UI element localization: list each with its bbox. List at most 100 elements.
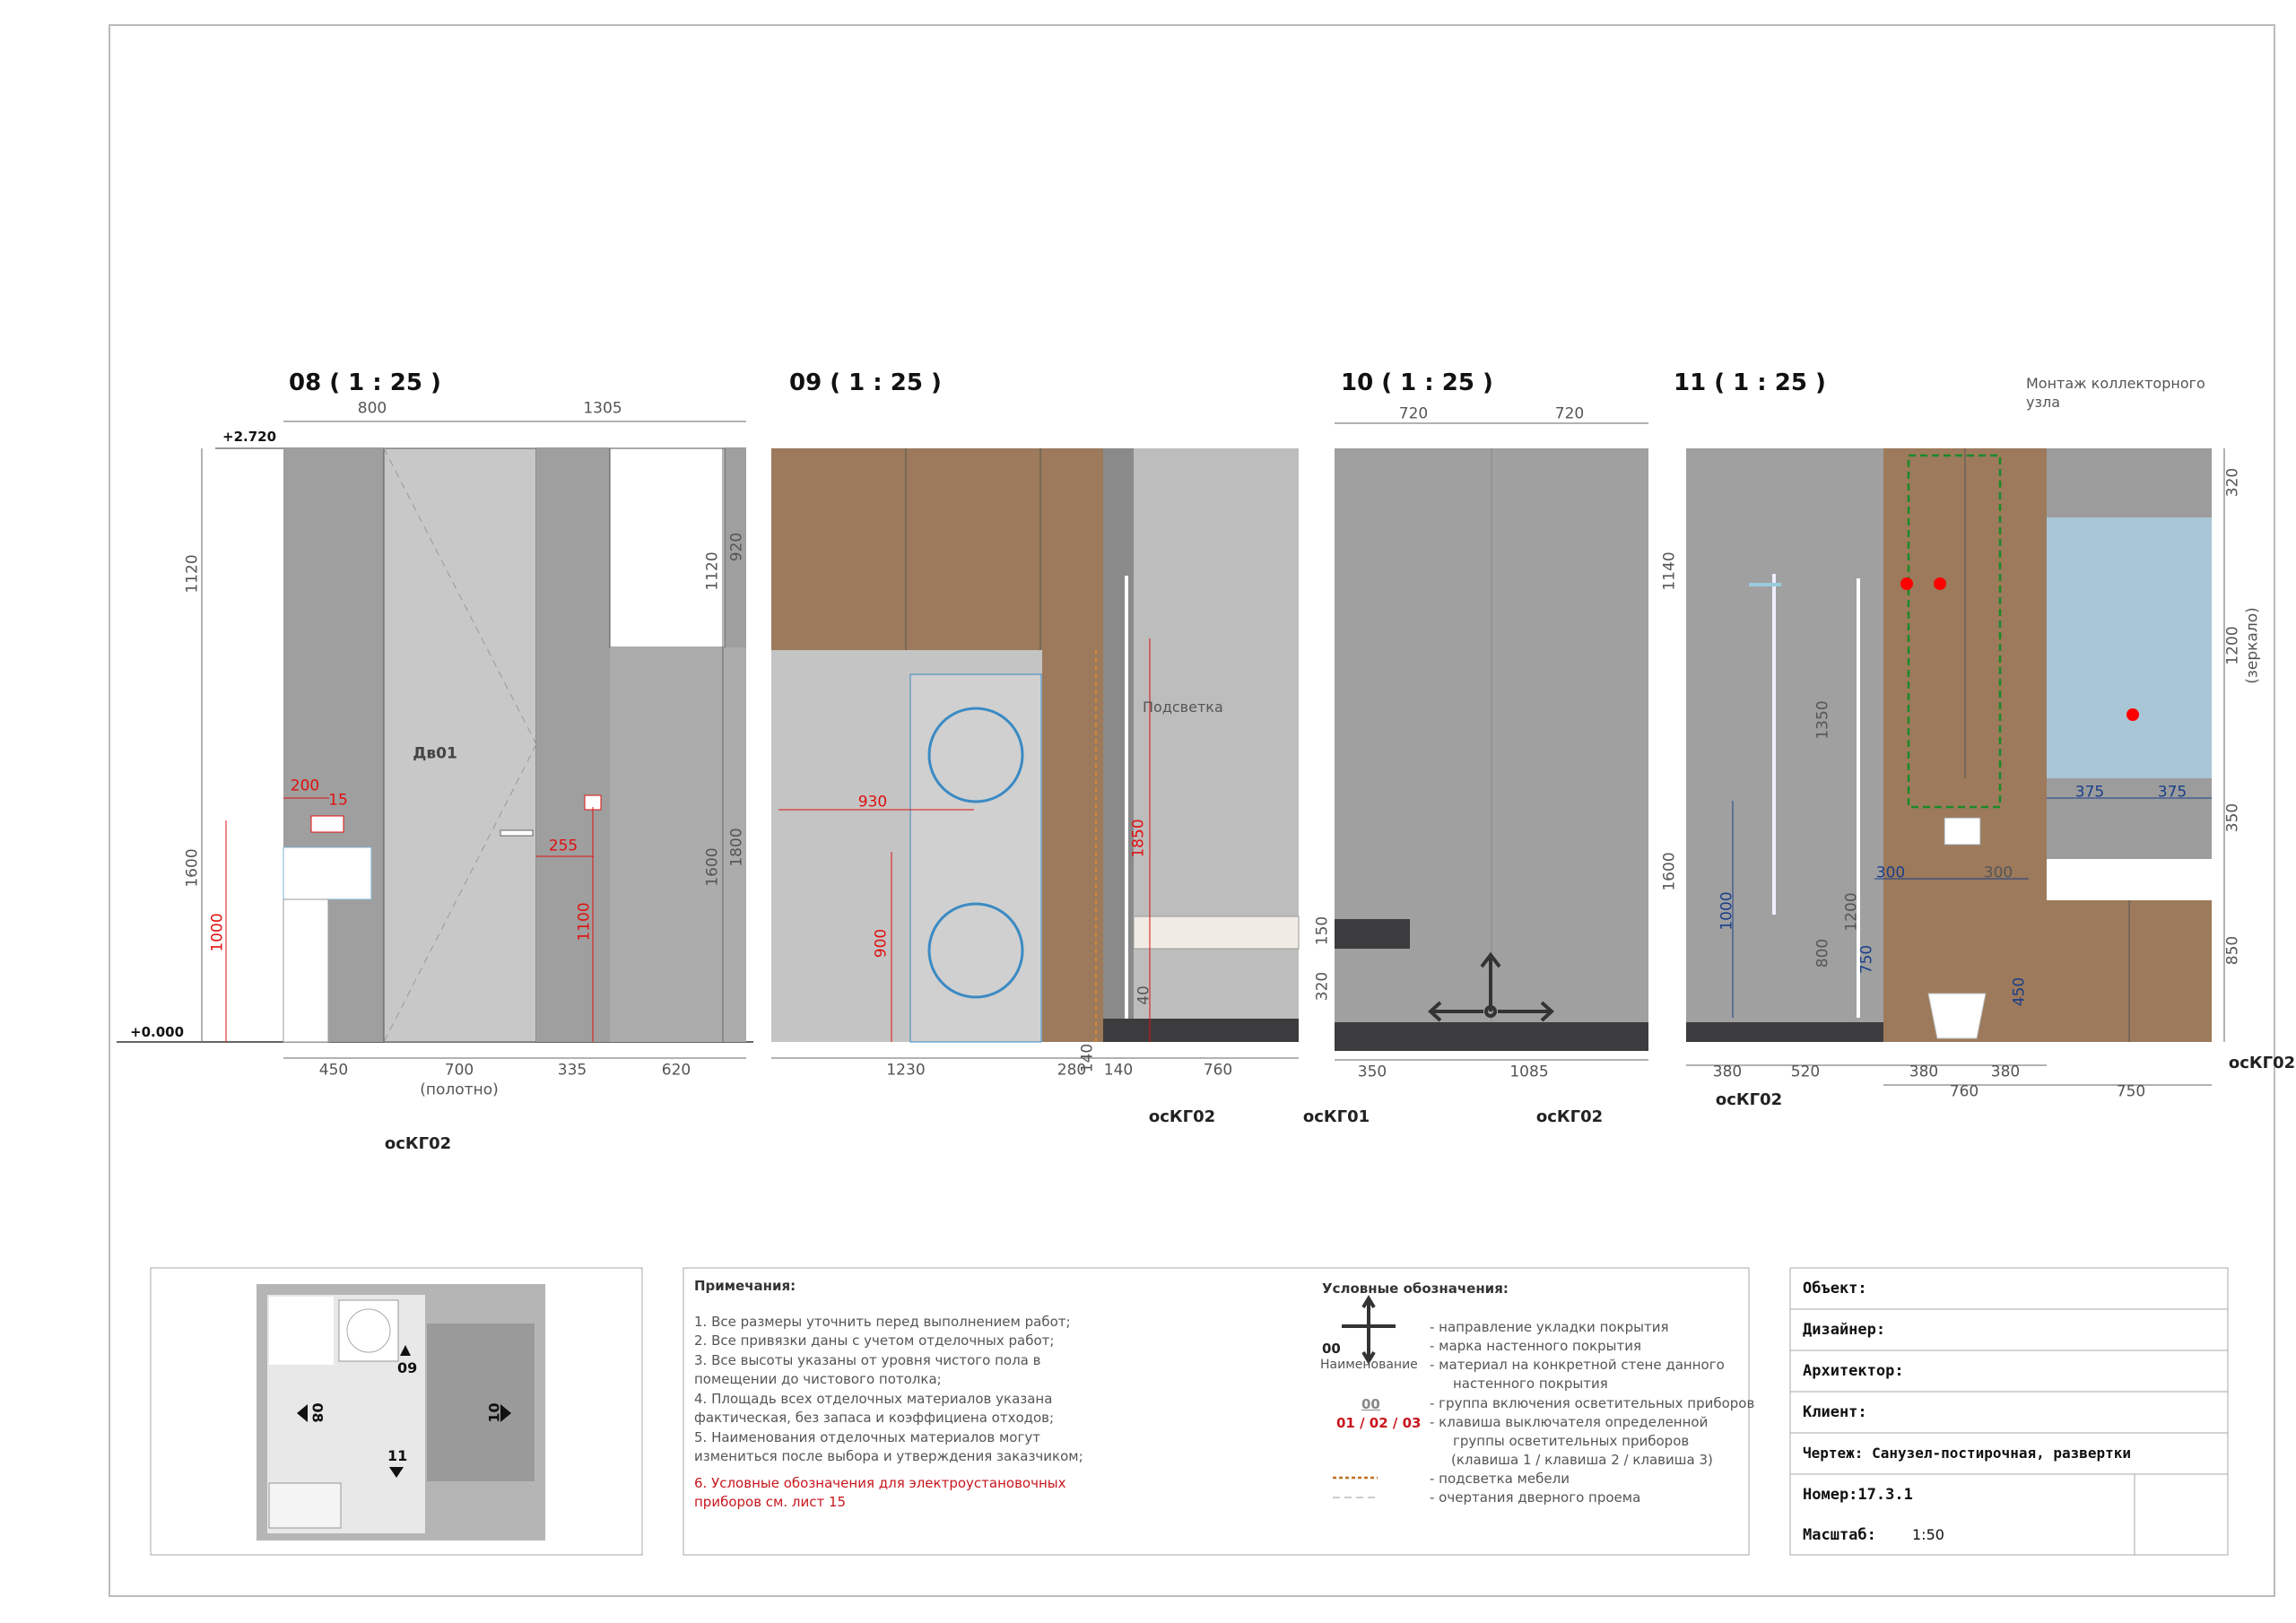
note-item: 2. Все привязки даны с учетом отделочных…	[694, 1332, 1055, 1349]
mirror	[2047, 517, 2212, 778]
door-handle	[500, 829, 534, 837]
electrical-dimension-label: 15	[328, 791, 348, 810]
material-tag: осКГ01	[1302, 1107, 1370, 1126]
tb-number: Номер:17.3.1	[1803, 1486, 1913, 1504]
dimension-label: 1305	[583, 399, 622, 418]
title-block	[1789, 1267, 2229, 1556]
electrical-dimension-label: 255	[548, 837, 578, 855]
dimension-label: 380	[1909, 1063, 1939, 1081]
dimension-label: 720	[1398, 404, 1429, 423]
note-red: 6. Условные обозначения для электроустан…	[694, 1474, 1066, 1491]
dimension-label: 350	[2223, 803, 2242, 833]
note-item: 1. Все размеры уточнить перед выполнение…	[694, 1313, 1071, 1330]
plumbing-dimension-label: 1000	[1718, 891, 1736, 931]
shelf	[1133, 916, 1300, 950]
legend-item: - клавиша выключателя определенной	[1430, 1414, 1709, 1430]
legend-item: группы осветительных приборов	[1453, 1433, 1690, 1449]
material-tag: осКГ02	[2228, 1054, 2296, 1072]
material-tag: осКГ02	[1715, 1090, 1783, 1109]
dimension-label: 1230	[886, 1061, 926, 1080]
legend-item: - марка настенного покрытия	[1430, 1338, 1641, 1354]
legend-item: - направление укладки покрытия	[1430, 1319, 1669, 1335]
dimension-label: 320	[2223, 467, 2242, 498]
plan-marker-11: 11	[387, 1447, 408, 1464]
plumbing-dimension-label: 375	[2157, 783, 2187, 802]
dimension-label: 1200	[1842, 892, 1861, 932]
dimension-label: 800	[357, 399, 387, 418]
dimension-label: 300	[1983, 864, 2013, 882]
dimension-label: 1200	[2223, 626, 2242, 665]
legend-item: - очертания дверного проема	[1430, 1489, 1641, 1506]
tb-scale-value: 1:50	[1912, 1526, 1944, 1543]
dimension-label: 1600	[183, 848, 202, 888]
elevation-title-10: 10 ( 1 : 25 )	[1341, 369, 1493, 396]
notes-title: Примечания:	[694, 1278, 796, 1294]
dimension-label: 380	[1712, 1063, 1743, 1081]
sheet-frame	[109, 24, 2275, 1597]
note-item: помещении до чистового потолка;	[694, 1371, 942, 1387]
tb-object: Объект:	[1803, 1280, 1867, 1298]
dimension-label: 350	[1357, 1063, 1387, 1081]
level-top: +2.720	[222, 429, 277, 445]
dimension-label: 450	[318, 1061, 349, 1080]
electrical-dimension-label: 900	[872, 928, 891, 959]
material-tag: осКГ02	[1148, 1107, 1216, 1126]
socket-icon	[310, 815, 344, 833]
glass-partition	[1857, 578, 1860, 1018]
plan-marker-08: 08	[309, 1402, 326, 1423]
dimension-label: 1085	[1509, 1063, 1549, 1081]
legend-title: Условные обозначения:	[1322, 1280, 1509, 1297]
electrical-dimension-label: 1000	[208, 913, 227, 952]
plumbing-dimension-label: 375	[2074, 783, 2105, 802]
note-item: 3. Все высоты указаны от уровня чистого …	[694, 1351, 1041, 1368]
dimension-label: 750	[2116, 1082, 2146, 1101]
dimension-label: 1600	[703, 847, 722, 887]
dimension-label: 1140	[1660, 551, 1679, 591]
notes: Примечания: 1. Все размеры уточнить пере…	[694, 1277, 1083, 1513]
marker-08-arrow	[297, 1404, 308, 1422]
tb-drawing: Чертеж: Санузел-постирочная, развертки	[1803, 1445, 2132, 1462]
legend-item: - материал на конкретной стене данного	[1430, 1357, 1725, 1373]
dimension-label: 1120	[183, 554, 202, 594]
plan-marker-10: 10	[485, 1402, 503, 1423]
key-plan	[257, 1284, 545, 1541]
legend-switch-code: 01 / 02 / 03	[1336, 1415, 1422, 1431]
legend-item: (клавиша 1 / клавиша 2 / клавиша 3)	[1451, 1452, 1713, 1468]
elevation-title-11: 11 ( 1 : 25 )	[1674, 369, 1826, 396]
elevation-title-08: 08 ( 1 : 25 )	[289, 369, 441, 396]
electrical-dimension-label: 1850	[1129, 819, 1148, 858]
dimension-label: 140	[1078, 1043, 1097, 1073]
tb-designer: Дизайнер:	[1803, 1321, 1886, 1339]
dimension-label: 520	[1790, 1063, 1821, 1081]
dimension-label: 380	[1990, 1063, 2021, 1081]
legend-item: - подсветка мебели	[1430, 1471, 1570, 1487]
tb-architect: Архитектор:	[1803, 1362, 1904, 1380]
vanity-top	[2047, 859, 2212, 900]
electrical-dimension-label: 200	[290, 777, 320, 795]
legend-mark-code: 00	[1322, 1341, 1341, 1357]
note-item: 5. Наименования отделочных материалов мо…	[694, 1428, 1040, 1445]
material-tag: осКГ02	[1535, 1107, 1604, 1126]
outlet-icon	[1934, 577, 1946, 590]
door-dv01	[383, 447, 537, 1043]
plumbing-dimension-label: 450	[2010, 976, 2029, 1007]
elevation-08	[201, 421, 746, 1059]
level-floor: +0.000	[130, 1024, 185, 1040]
callout-collector: Монтаж коллекторного	[2026, 375, 2205, 392]
laying-direction-icon	[1342, 1295, 1396, 1365]
note-item: фактическая, без запаса и коэффициена от…	[694, 1410, 1055, 1426]
legend-symbols	[1333, 1295, 1396, 1498]
tb-scale-label: Масштаб:	[1803, 1526, 1876, 1544]
electrical-dimension-label: 930	[857, 793, 888, 812]
dimension-label: 320	[1313, 971, 1332, 1002]
tb-client: Клиент:	[1803, 1403, 1867, 1421]
dimension-label: 620	[661, 1061, 691, 1080]
dimension-label: (зеркало)	[2243, 607, 2262, 684]
dimension-label: 335	[557, 1061, 587, 1080]
marker-10-arrow	[500, 1404, 511, 1422]
plumbing-dimension-label: 750	[1857, 944, 1876, 975]
elevation-11	[1686, 448, 2225, 1086]
legend-group-code: 00	[1361, 1396, 1380, 1412]
legend-name-label: Наименование	[1320, 1358, 1418, 1372]
note-item: измениться после выбора и утверждения за…	[694, 1448, 1083, 1464]
